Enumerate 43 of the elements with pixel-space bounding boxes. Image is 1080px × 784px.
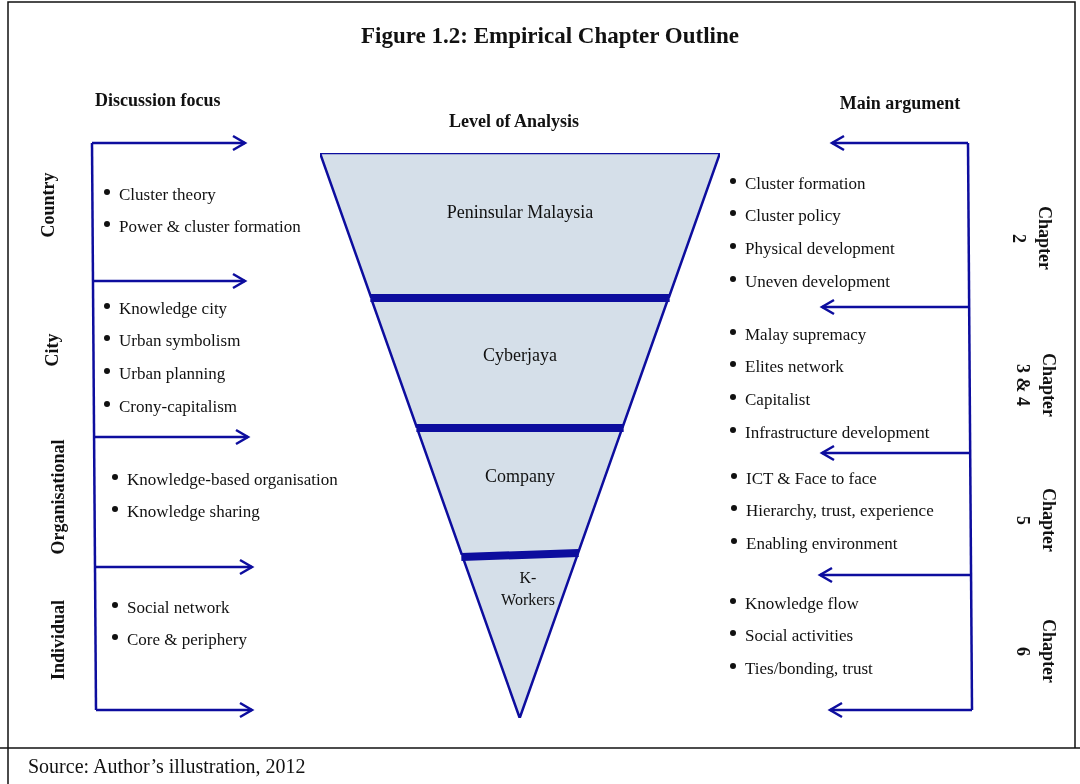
band-label: Cyberjaya	[482, 344, 558, 366]
list-item: Uneven development	[745, 272, 890, 292]
column-heading: Main argument	[839, 93, 961, 113]
list-item: Knowledge flow	[745, 594, 859, 614]
list-item: Crony-capitalism	[119, 397, 238, 417]
list-item: Cluster theory	[119, 185, 216, 205]
list-item: Elites network	[745, 357, 844, 377]
chapter-label: Chapter 6	[1012, 618, 1060, 685]
list-item: Power & cluster formation	[119, 217, 301, 237]
list-item: Infrastructure development	[745, 423, 930, 443]
level-label: Organisational	[48, 439, 68, 555]
list-item: Ties/bonding, trust	[745, 659, 873, 679]
list-item: Cluster policy	[745, 206, 841, 226]
list-item: Malay supremacy	[745, 325, 867, 345]
band-label: K-Workers	[500, 568, 556, 610]
list-item: Hierarchy, trust, experience	[746, 501, 934, 521]
column-heading: Level of Analysis	[449, 111, 579, 131]
list-item: Knowledge-based organisation	[127, 470, 338, 490]
list-item: Capitalist	[745, 390, 811, 410]
list-item: Knowledge sharing	[127, 502, 260, 522]
list-item: Physical development	[745, 239, 895, 259]
band-label: Peninsular Malaysia	[445, 201, 595, 223]
chapter-label: Chapter 5	[1012, 487, 1060, 554]
list-item: Cluster formation	[745, 174, 866, 194]
level-label: City	[42, 333, 62, 367]
source-caption: Source: Author’s illustration, 2012	[28, 756, 306, 776]
column-heading: Discussion focus	[95, 90, 221, 110]
level-label: Country	[38, 172, 58, 238]
list-item: Urban planning	[119, 364, 226, 384]
list-item: ICT & Face to face	[746, 469, 877, 489]
list-item: Social activities	[745, 626, 854, 646]
list-item: Knowledge city	[119, 299, 228, 319]
chapter-label: Chapter 2	[1008, 205, 1056, 272]
figure-title: Figure 1.2: Empirical Chapter Outline	[361, 26, 739, 46]
level-label: Individual	[48, 599, 68, 681]
list-item: Social network	[127, 598, 230, 618]
funnel-band	[462, 555, 578, 718]
funnel-band	[320, 153, 720, 298]
list-item: Core & periphery	[127, 630, 247, 650]
list-item: Urban symbolism	[119, 331, 241, 351]
band-label: Company	[484, 465, 556, 487]
chapter-label: Chapter 3 & 4	[1012, 352, 1060, 419]
list-item: Enabling environment	[746, 534, 898, 554]
